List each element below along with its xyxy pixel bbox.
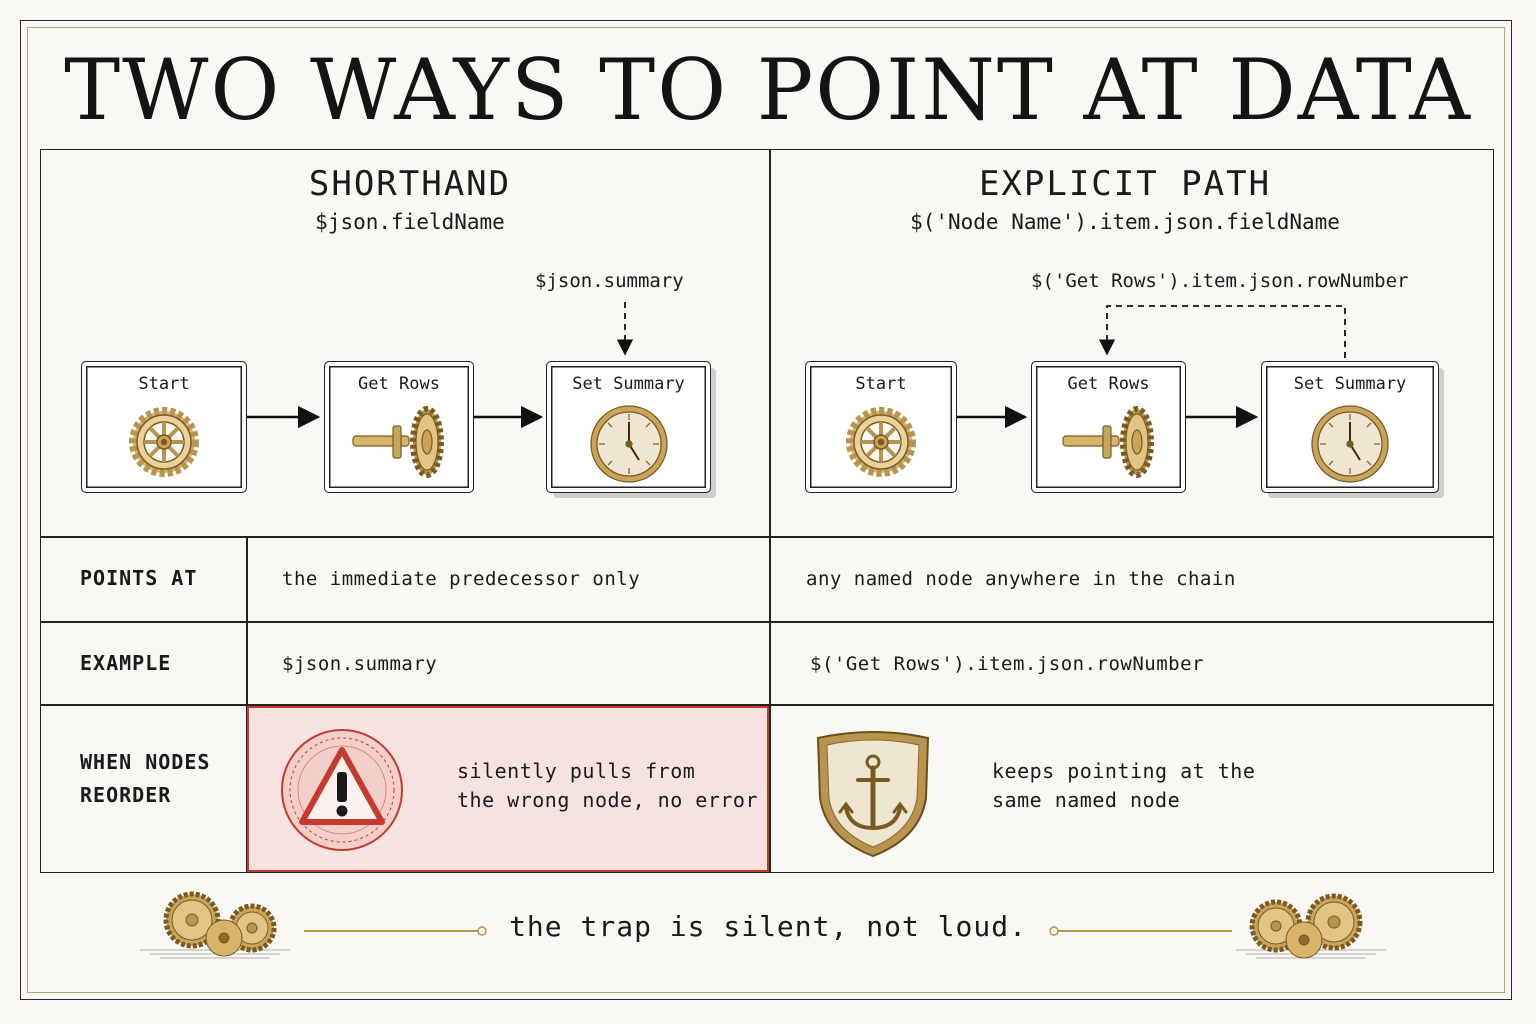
shorthand-points-at: the immediate predecessor only (282, 568, 641, 590)
row-divider (40, 704, 1494, 706)
footer-caption: the trap is silent, not loud. (509, 910, 1027, 943)
text-line: keeps pointing at the (992, 759, 1256, 783)
warning-icon (272, 728, 412, 856)
shorthand-heading: SHORTHAND (308, 164, 512, 204)
node-label: Get Rows (1067, 374, 1150, 394)
anchor-shield-icon (810, 728, 936, 864)
label-column-divider (246, 536, 248, 873)
explicit-points-at: any named node anywhere in the chain (806, 568, 1236, 590)
node-start[interactable]: Start (81, 361, 247, 493)
gear-cluster-icon (1236, 888, 1386, 972)
comparison-table (40, 149, 1494, 873)
column-divider (769, 149, 771, 873)
node-set-summary[interactable]: Set Summary (546, 361, 711, 493)
gear-shaft-icon (1059, 402, 1159, 486)
explicit-example: $('Get Rows').item.json.rowNumber (810, 653, 1204, 675)
text-line: silently pulls from (457, 759, 696, 783)
label-line: REORDER (80, 783, 172, 807)
shorthand-annotation: $json.summary (535, 270, 684, 292)
gear-icon (841, 402, 921, 486)
node-set-summary[interactable]: Set Summary (1261, 361, 1439, 493)
explicit-path-annotation: $('Get Rows').item.json.rowNumber (1031, 270, 1409, 292)
row-divider (40, 536, 1494, 538)
row-label-when-nodes-reorder: WHEN NODES REORDER (80, 746, 210, 812)
node-label: Set Summary (1293, 374, 1407, 394)
node-label: Set Summary (572, 374, 685, 394)
gear-cluster-icon (140, 888, 290, 972)
text-line: the wrong node, no error (457, 788, 758, 812)
node-label: Start (855, 374, 907, 394)
row-label-points-at: POINTS AT (80, 566, 198, 590)
label-line: WHEN NODES (80, 750, 211, 774)
shorthand-example: $json.summary (282, 653, 438, 675)
node-get-rows[interactable]: Get Rows (1031, 361, 1186, 493)
shorthand-reorder-result: silently pulls from the wrong node, no e… (457, 757, 758, 815)
page-title: TWO WAYS TO POINT AT DATA (64, 41, 1472, 139)
dial-icon (587, 402, 671, 490)
row-divider (40, 621, 1494, 623)
inner-frame (27, 27, 1505, 993)
node-start[interactable]: Start (805, 361, 957, 493)
explicit-reorder-result: keeps pointing at the same named node (992, 757, 1255, 815)
explicit-path-syntax: $('Node Name').item.json.fieldName (910, 210, 1340, 234)
node-label: Get Rows (358, 374, 440, 394)
node-label: Start (138, 374, 190, 394)
explicit-path-heading: EXPLICIT PATH (978, 164, 1272, 204)
outer-frame (20, 20, 1512, 1000)
shorthand-syntax: $json.fieldName (315, 210, 505, 234)
gear-icon (124, 402, 204, 486)
text-line: same named node (992, 788, 1181, 812)
node-get-rows[interactable]: Get Rows (324, 361, 474, 493)
gear-shaft-icon (349, 402, 449, 486)
footer-rule-left (304, 926, 487, 936)
row-label-example: EXAMPLE (80, 651, 172, 675)
dial-icon (1308, 402, 1392, 490)
footer-rule-right (1049, 926, 1232, 936)
